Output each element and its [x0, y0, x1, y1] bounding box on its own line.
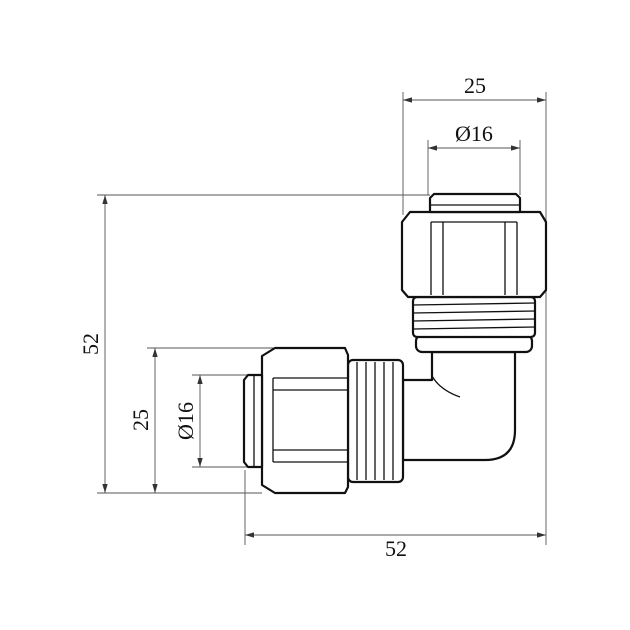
dim-top-diameter: Ø16: [455, 121, 493, 146]
dimension-lines: [102, 97, 546, 538]
dim-top-width: 25: [464, 73, 486, 98]
elbow-fitting: [242, 192, 548, 495]
dim-bottom-width: 52: [385, 536, 407, 561]
dim-left-diameter: Ø16: [173, 402, 198, 440]
dim-left-nut: 25: [128, 409, 153, 431]
dim-left-height: 52: [78, 333, 103, 355]
